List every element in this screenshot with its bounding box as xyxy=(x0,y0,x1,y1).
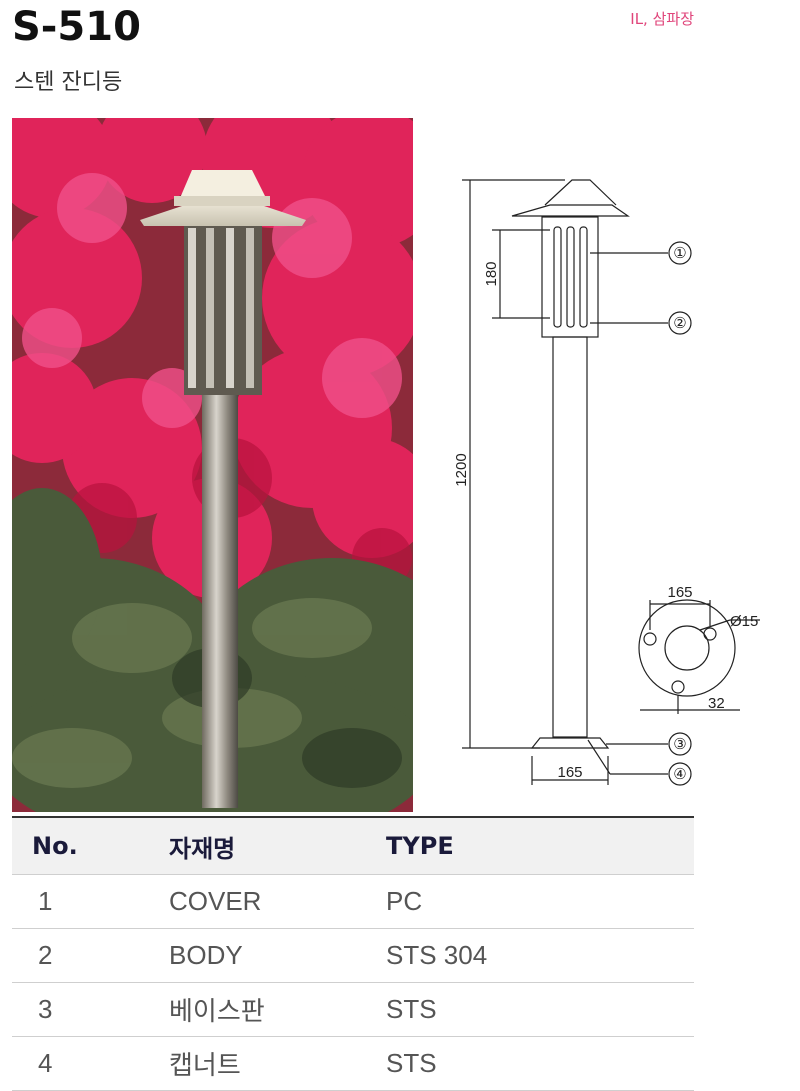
callout-1: ① xyxy=(673,245,686,262)
product-model-title: S-510 xyxy=(12,4,141,50)
dim-total-height: 1200 xyxy=(453,453,470,486)
product-subtitle: 스텐 잔디등 xyxy=(14,70,123,95)
cell-no: 3 xyxy=(12,982,168,1037)
cell-no: 1 xyxy=(12,874,168,929)
cell-material: COVER xyxy=(168,874,385,929)
callout-3: ③ xyxy=(673,736,686,753)
dim-hole-diameter: Ø15 xyxy=(730,613,758,630)
callout-2: ② xyxy=(673,315,686,332)
dim-plate-width: 165 xyxy=(667,584,692,601)
cell-type: STS 304 xyxy=(385,928,694,983)
table-row: 2 BODY STS 304 xyxy=(12,928,694,983)
cell-material: BODY xyxy=(168,928,385,983)
table-row: 1 COVER PC xyxy=(12,874,694,929)
technical-drawing: 1200 180 165 165 Ø15 32 ① ② ③ ④ xyxy=(440,160,790,800)
lamp-type-tag: IL, 삼파장 xyxy=(630,10,694,28)
cell-type: STS xyxy=(385,1036,694,1091)
header-no: No. xyxy=(12,816,168,875)
table-header-row: No. 자재명 TYPE xyxy=(12,816,694,875)
dim-base-width: 165 xyxy=(557,764,582,781)
materials-table: No. 자재명 TYPE 1 COVER PC 2 BODY STS 304 3… xyxy=(12,816,694,1091)
header-material: 자재명 xyxy=(168,816,385,875)
callout-4: ④ xyxy=(673,766,686,783)
table-row: 4 캡너트 STS xyxy=(12,1036,694,1091)
cell-material: 캡너트 xyxy=(168,1036,385,1091)
product-photo xyxy=(12,118,413,812)
dim-offset: 32 xyxy=(708,695,725,712)
cell-no: 4 xyxy=(12,1036,168,1091)
table-row: 3 베이스판 STS xyxy=(12,982,694,1037)
dim-cover-height: 180 xyxy=(483,261,500,286)
cell-type: STS xyxy=(385,982,694,1037)
cell-no: 2 xyxy=(12,928,168,983)
header-type: TYPE xyxy=(385,816,694,875)
cell-material: 베이스판 xyxy=(168,982,385,1037)
cell-type: PC xyxy=(385,874,694,929)
